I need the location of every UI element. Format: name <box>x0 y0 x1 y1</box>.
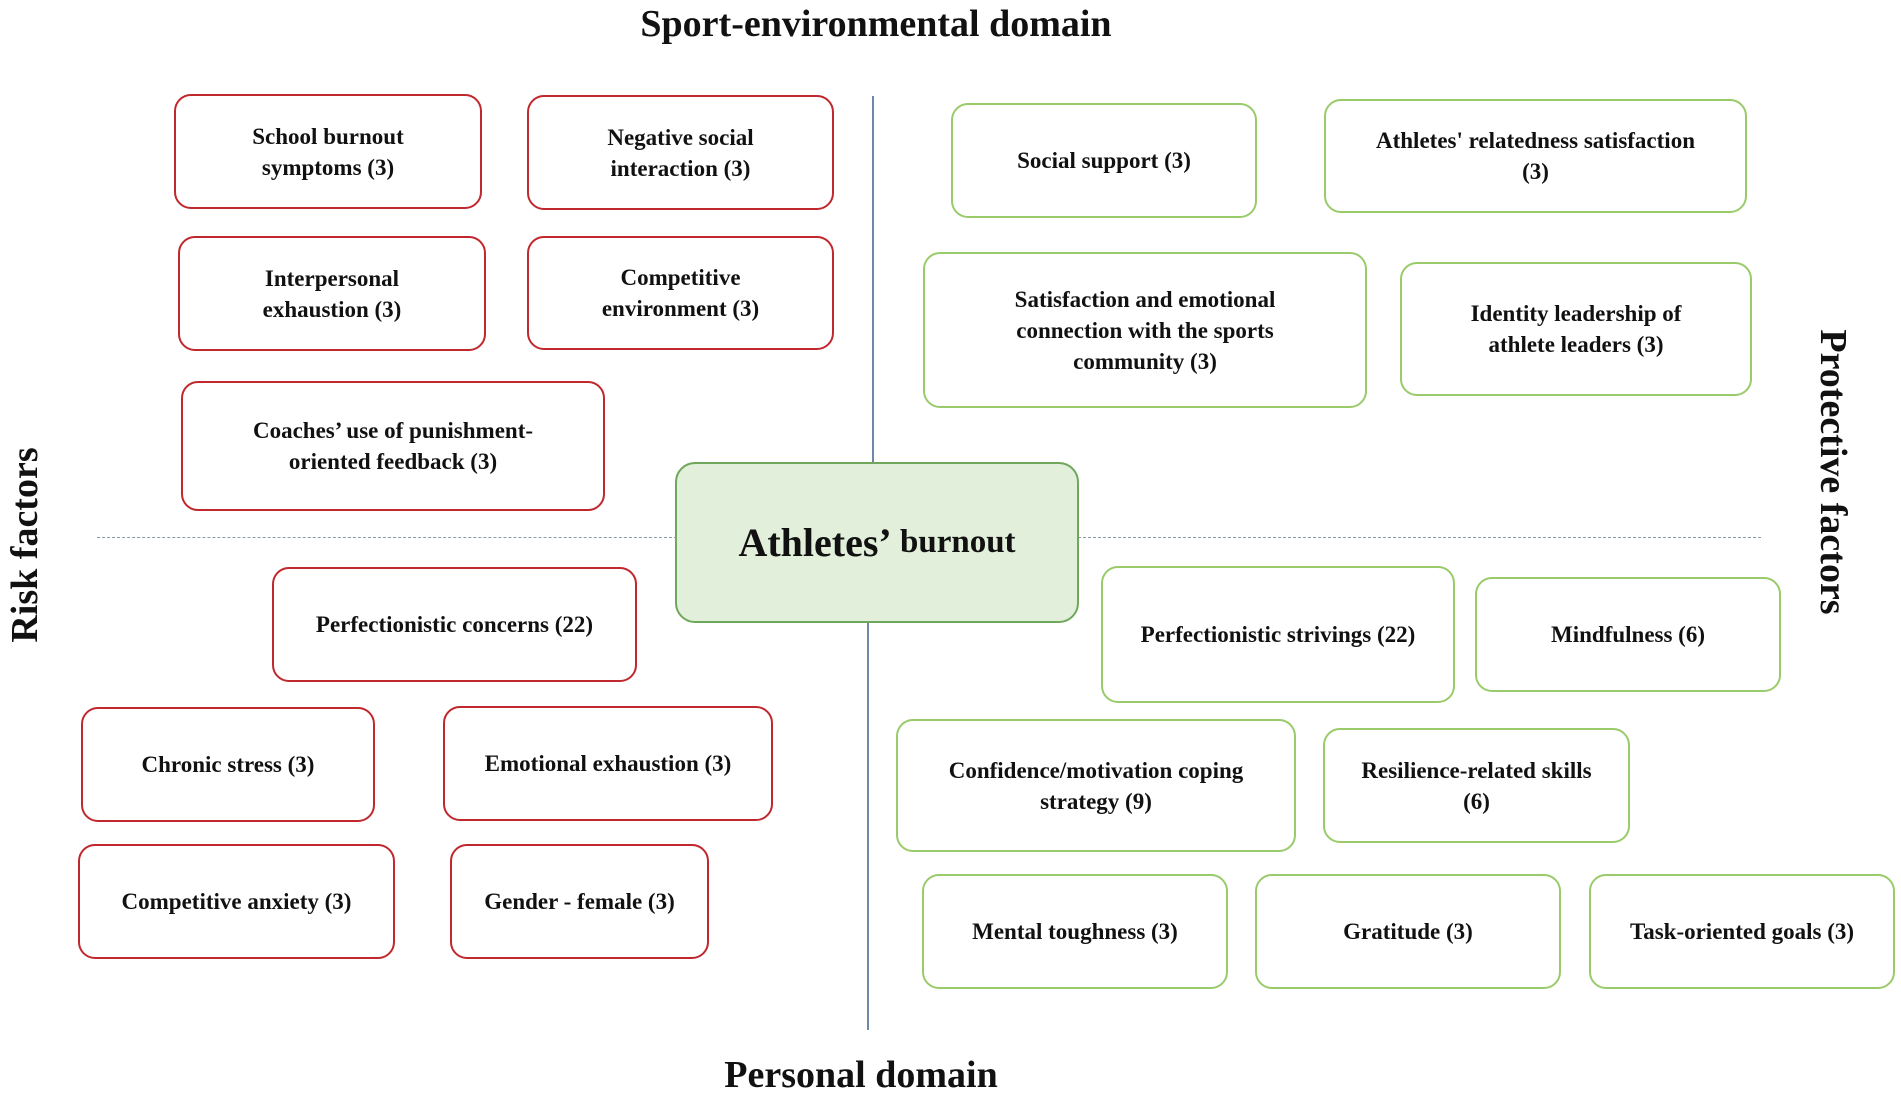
protective-box: Task-oriented goals (3) <box>1589 874 1895 989</box>
risk-box: School burnout symptoms (3) <box>174 94 482 209</box>
bottom-domain-label: Personal domain <box>724 1054 998 1096</box>
risk-box: Chronic stress (3) <box>81 707 375 822</box>
top-domain-label: Sport-environmental domain <box>640 3 1112 45</box>
risk-box: Competitive environment (3) <box>527 236 834 350</box>
risk-box: Perfectionistic concerns (22) <box>272 567 637 682</box>
protective-box: Gratitude (3) <box>1255 874 1561 989</box>
vertical-axis-upper <box>872 96 874 464</box>
vertical-axis-lower <box>867 622 869 1030</box>
risk-box: Coaches’ use of punishment-oriented feed… <box>181 381 605 511</box>
risk-box: Competitive anxiety (3) <box>78 844 395 959</box>
risk-box: Gender - female (3) <box>450 844 709 959</box>
protective-box: Perfectionistic strivings (22) <box>1101 566 1455 703</box>
horizontal-axis-right <box>1078 537 1761 538</box>
protective-box: Confidence/motivation coping strategy (9… <box>896 719 1296 852</box>
protective-box: Social support (3) <box>951 103 1257 218</box>
protective-box: Athletes' relatedness satisfaction (3) <box>1324 99 1747 213</box>
center-title-main: Athletes’ <box>738 520 892 565</box>
risk-box: Negative social interaction (3) <box>527 95 834 210</box>
protective-box: Identity leadership of athlete leaders (… <box>1400 262 1752 396</box>
protective-box: Resilience-related skills (6) <box>1323 728 1630 843</box>
protective-box: Mental toughness (3) <box>922 874 1228 989</box>
protective-box: Mindfulness (6) <box>1475 577 1781 692</box>
center-title-rest: burnout <box>891 524 1016 560</box>
protective-box: Satisfaction and emotional connection wi… <box>923 252 1367 408</box>
risk-box: Interpersonal exhaustion (3) <box>178 236 486 351</box>
right-factor-label: Protective factors <box>1812 329 1854 615</box>
horizontal-axis-left <box>97 537 677 538</box>
risk-box: Emotional exhaustion (3) <box>443 706 773 821</box>
center-node: Athletes’ burnout <box>675 462 1079 623</box>
left-factor-label: Risk factors <box>4 447 46 643</box>
